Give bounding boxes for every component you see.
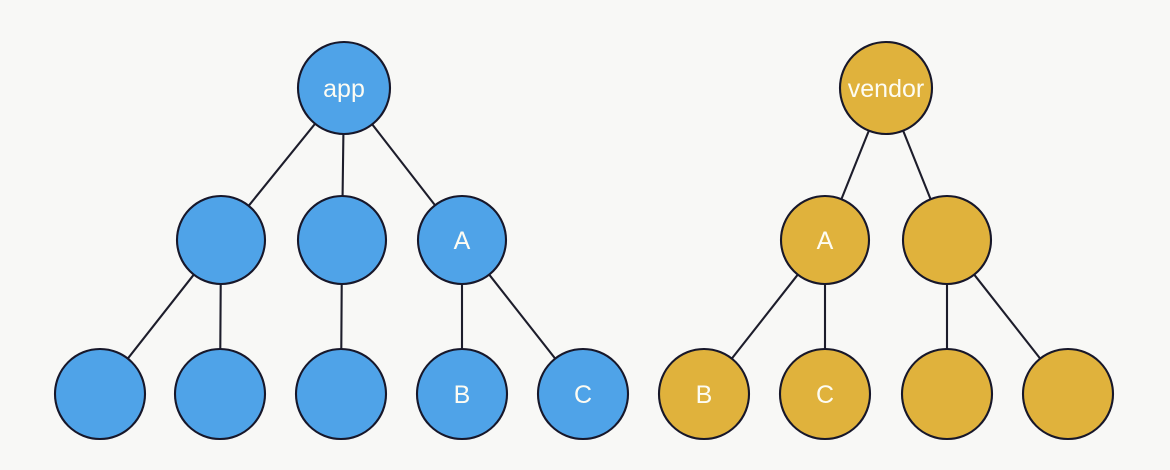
tree-node-vendor-m1[interactable]: A xyxy=(779,194,871,286)
tree-edge xyxy=(487,272,557,361)
node-circle[interactable] xyxy=(416,194,508,286)
node-circle[interactable] xyxy=(901,194,993,286)
tree-node-vendor-m2[interactable] xyxy=(901,194,993,286)
node-circle[interactable] xyxy=(838,40,934,136)
tree-edge xyxy=(246,121,317,208)
node-label: B xyxy=(454,381,471,409)
tree-edge xyxy=(341,131,345,199)
tree-node-app-b1[interactable] xyxy=(53,347,147,441)
tree-edge xyxy=(730,272,800,361)
node-circle[interactable] xyxy=(175,194,267,286)
node-circle[interactable] xyxy=(1021,347,1115,441)
tree-edge xyxy=(839,128,871,202)
edges-layer xyxy=(126,121,1042,361)
node-label: A xyxy=(817,227,834,255)
tree-node-vendor-b1[interactable]: B xyxy=(657,347,751,441)
app-dependency-tree-edges xyxy=(126,121,557,361)
tree-node-vendor-root[interactable]: vendor xyxy=(838,40,934,136)
tree-node-app-b4[interactable]: B xyxy=(415,347,509,441)
node-circle[interactable] xyxy=(173,347,267,441)
tree-node-app-m2[interactable] xyxy=(296,194,388,286)
tree-edge xyxy=(370,122,437,208)
tree-node-app-m3[interactable]: A xyxy=(416,194,508,286)
node-circle[interactable] xyxy=(657,347,751,441)
tree-node-app-m1[interactable] xyxy=(175,194,267,286)
node-circle[interactable] xyxy=(296,40,392,136)
tree-edge xyxy=(901,128,933,202)
tree-node-app-b3[interactable] xyxy=(294,347,388,441)
node-label: A xyxy=(454,227,471,255)
tree-node-vendor-b4[interactable] xyxy=(1021,347,1115,441)
tree-node-app-b2[interactable] xyxy=(173,347,267,441)
node-label: app xyxy=(323,75,365,103)
node-circle[interactable] xyxy=(900,347,994,441)
tree-edge xyxy=(126,272,196,361)
node-label: vendor xyxy=(848,75,924,103)
node-circle[interactable] xyxy=(53,347,147,441)
tree-node-app-root[interactable]: app xyxy=(296,40,392,136)
node-circle[interactable] xyxy=(536,347,630,441)
node-circle[interactable] xyxy=(779,194,871,286)
node-label: B xyxy=(696,381,713,409)
node-circle[interactable] xyxy=(294,347,388,441)
node-circle[interactable] xyxy=(778,347,872,441)
tree-edge xyxy=(972,272,1042,361)
tree-node-app-b5[interactable]: C xyxy=(536,347,630,441)
node-circle[interactable] xyxy=(415,347,509,441)
node-circle[interactable] xyxy=(296,194,388,286)
node-label: C xyxy=(574,381,592,409)
node-label: C xyxy=(816,381,834,409)
vendor-dependency-tree-edges xyxy=(730,128,1042,361)
tree-node-vendor-b2[interactable]: C xyxy=(778,347,872,441)
tree-node-vendor-b3[interactable] xyxy=(900,347,994,441)
